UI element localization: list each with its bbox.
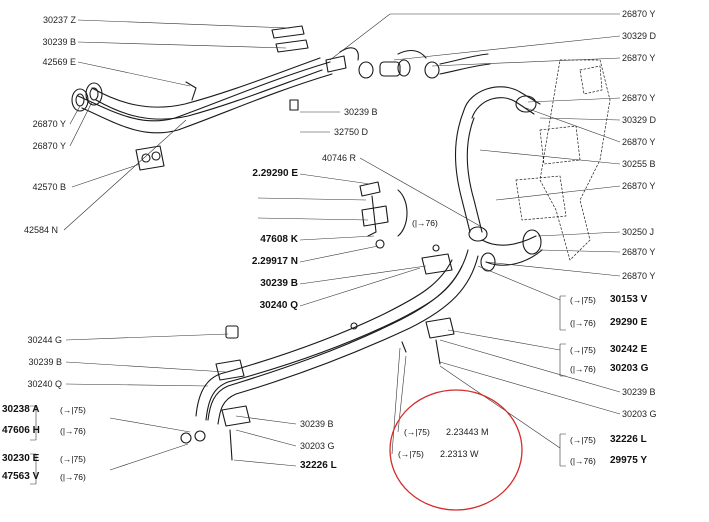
label-40746r: 40746 R	[322, 153, 357, 163]
label-30329d-r2: 30329 D	[622, 115, 657, 125]
label-29975y: 29975 Y	[610, 455, 648, 466]
label-30240q-lower: 30240 Q	[27, 379, 62, 389]
label-30244g: 30244 G	[27, 335, 62, 345]
label-26870y-r7: 26870 Y	[622, 271, 656, 281]
label-range-from76-c: (|→76)	[570, 456, 596, 466]
label-26870y-r1: 26870 Y	[622, 9, 656, 19]
label-range-from76-e: (|→76)	[60, 472, 86, 482]
leader-lines	[30, 13, 621, 485]
highlight-circle	[389, 389, 523, 511]
label-range-to75-d: (→|75)	[404, 427, 430, 437]
label-42584n: 42584 N	[23, 225, 58, 235]
intermediate-pipe	[180, 244, 479, 461]
upper-clamps	[135, 25, 491, 171]
label-30203g-right: 30203 G	[622, 409, 657, 419]
engine-block-outline	[515, 59, 611, 261]
label-47563v: 47563 V	[2, 471, 40, 482]
label-2-2313w: 2.2313 W	[440, 449, 479, 459]
label-30255b: 30255 B	[622, 159, 656, 169]
label-30238a: 30238 A	[2, 404, 40, 415]
label-30239b-center: 30239 B	[344, 107, 378, 117]
label-30242e: 30242 E	[610, 344, 648, 355]
label-2-29917n: 2.29917 N	[251, 256, 298, 267]
front-downpipe-assembly	[71, 57, 333, 134]
label-30240q-bold: 30240 Q	[259, 300, 298, 311]
flexible-hose	[454, 86, 543, 272]
label-30237z: 30237 Z	[42, 15, 76, 25]
label-range-from76-a: (|→76)	[570, 318, 596, 328]
label-30329d-r1: 30329 D	[622, 31, 657, 41]
label-30230e: 30230 E	[2, 453, 40, 464]
label-30239b-lower: 30239 B	[28, 357, 62, 367]
label-range-to75-e: (→|75)	[398, 449, 424, 459]
label-range-to75-f: (→|75)	[60, 405, 86, 415]
label-26870y-left-2: 26870 Y	[32, 141, 66, 151]
label-26870y-left-1: 26870 Y	[32, 119, 66, 129]
label-26870y-r5: 26870 Y	[622, 181, 656, 191]
label-42569e: 42569 E	[42, 57, 76, 67]
label-range-from76-b: (|→76)	[570, 364, 596, 374]
label-range-from76-bracket: (|→76)	[412, 218, 438, 228]
label-30239b-bold: 30239 B	[260, 278, 298, 289]
label-30153v: 30153 V	[610, 294, 648, 305]
label-42570b: 42570 B	[32, 182, 66, 192]
label-26870y-r4: 26870 Y	[622, 137, 656, 147]
label-30250j: 30250 J	[622, 227, 655, 237]
label-2-23443m: 2.23443 M	[446, 427, 489, 437]
label-30239b-bottom: 30239 B	[300, 419, 334, 429]
label-26870y-r2: 26870 Y	[622, 53, 656, 63]
label-range-to75-a: (→|75)	[570, 295, 596, 305]
label-range-to75-g: (→|75)	[60, 454, 86, 464]
label-32226l-right: 32226 L	[610, 434, 647, 445]
label-30239b-upper: 30239 B	[42, 37, 76, 47]
label-29290e: 29290 E	[610, 317, 648, 328]
label-30239b-right: 30239 B	[622, 387, 656, 397]
label-2-29290e: 2.29290 E	[252, 168, 298, 179]
label-30203g-bold: 30203 G	[610, 363, 649, 374]
label-range-to75-b: (→|75)	[570, 345, 596, 355]
label-26870y-r6: 26870 Y	[622, 247, 656, 257]
label-32226l-bottom: 32226 L	[300, 460, 337, 471]
label-range-to75-c: (→|75)	[570, 435, 596, 445]
hanger-bracket-assembly	[359, 181, 408, 249]
label-range-from76-d: (|→76)	[60, 426, 86, 436]
label-47608k: 47608 K	[260, 234, 298, 245]
label-30203g-bottom: 30203 G	[300, 441, 335, 451]
label-26870y-r3: 26870 Y	[622, 93, 656, 103]
label-47606h: 47606 H	[2, 425, 40, 436]
label-32750d: 32750 D	[334, 127, 369, 137]
